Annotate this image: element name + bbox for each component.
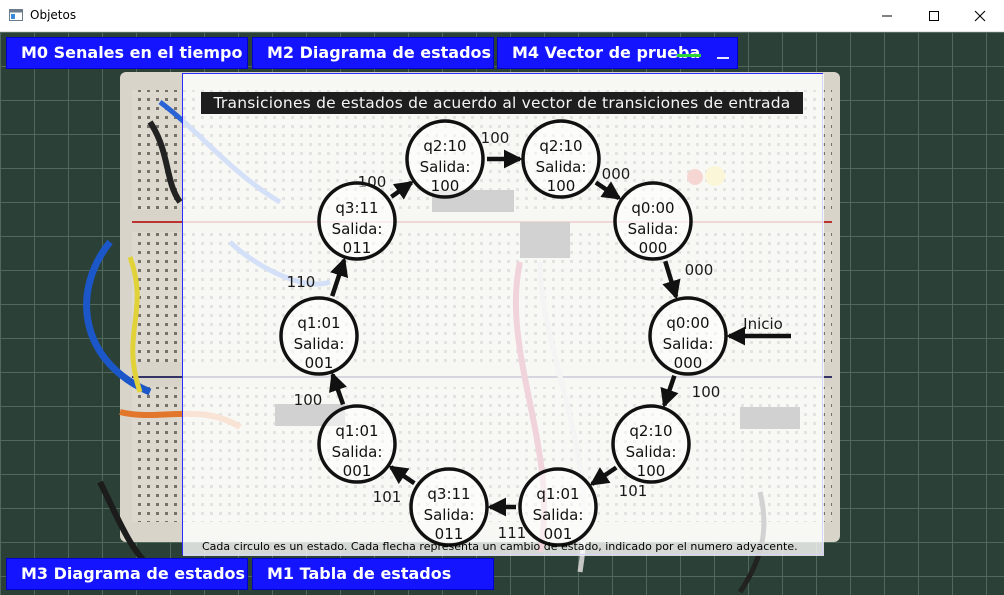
state-circle <box>279 296 359 376</box>
transition-label: 110 <box>287 273 316 291</box>
state-name: q3:11 <box>427 485 470 503</box>
state-output-label: Salida: <box>628 220 679 238</box>
transition-label: 101 <box>373 488 402 506</box>
state-name: q3:11 <box>335 199 378 217</box>
tab-m0-label: M0 Senales en el tiempo <box>21 43 243 62</box>
maximize-icon <box>929 11 939 21</box>
state-output-label: Salida: <box>663 335 714 353</box>
app-icon <box>9 9 23 21</box>
transition-arrow <box>390 180 414 200</box>
close-icon <box>974 10 986 22</box>
state-circle <box>648 296 728 376</box>
state-name: q1:01 <box>536 485 579 503</box>
transition-arrow <box>660 375 679 408</box>
start-label: Inicio <box>743 315 783 333</box>
state-circle <box>611 404 691 484</box>
tab-m3-label: M3 Diagrama de estados <box>21 564 246 583</box>
state-circle <box>521 119 601 199</box>
tab-m4-test-vector[interactable]: M4 Vector de prueba <box>497 37 738 69</box>
state-output-label: Salida: <box>294 335 345 353</box>
transition-label: 101 <box>619 482 648 500</box>
minimize-button[interactable] <box>864 0 910 31</box>
transition-arrow <box>329 372 347 406</box>
state-name: q1:01 <box>297 314 340 332</box>
tab-m2-state-diagram[interactable]: M2 Diagrama de estados <box>252 37 494 69</box>
state-output: 001 <box>305 354 334 372</box>
state-circle <box>518 467 598 547</box>
tab-m2-label: M2 Diagrama de estados <box>267 43 492 62</box>
state-name: q1:01 <box>335 422 378 440</box>
title-bar: Objetos <box>0 0 1004 32</box>
tab-m1-label: M1 Tabla de estados <box>267 564 452 583</box>
transition-label: 000 <box>602 165 631 183</box>
transition-label: 100 <box>481 129 510 147</box>
tab-m1-state-table[interactable]: M1 Tabla de estados <box>252 558 494 590</box>
state-output: 100 <box>637 462 666 480</box>
maximize-button[interactable] <box>911 0 957 31</box>
state-output-label: Salida: <box>332 443 383 461</box>
tab-m3-state-diagram[interactable]: M3 Diagrama de estados <box>6 558 248 590</box>
transition-label: 000 <box>685 261 714 279</box>
state-circle <box>613 181 693 261</box>
window-title: Objetos <box>30 8 77 22</box>
state-name: q0:00 <box>631 199 674 217</box>
state-output: 100 <box>431 177 460 195</box>
state-output: 001 <box>343 462 372 480</box>
transition-arrow <box>662 260 681 300</box>
transition-arrow <box>388 465 416 486</box>
state-output: 011 <box>343 239 372 257</box>
transition-label: 100 <box>294 391 323 409</box>
minimize-icon <box>882 15 892 17</box>
transition-arrow <box>594 180 622 200</box>
state-name: q2:10 <box>423 137 466 155</box>
state-name: q2:10 <box>629 422 672 440</box>
state-circle <box>409 467 489 547</box>
diagram-caption: Cada circulo es un estado. Cada flecha r… <box>202 540 798 553</box>
tab-m4-label: M4 Vector de prueba <box>512 43 701 62</box>
state-output-label: Salida: <box>536 158 587 176</box>
state-circle <box>405 119 485 199</box>
transition-arrow <box>330 257 349 297</box>
state-output: 100 <box>547 177 576 195</box>
transition-label: 100 <box>692 383 721 401</box>
tab-m0-signals[interactable]: M0 Senales en el tiempo <box>6 37 248 69</box>
state-output-label: Salida: <box>626 443 677 461</box>
tab-indicator <box>677 54 701 57</box>
state-name: q0:00 <box>666 314 709 332</box>
state-circle <box>317 404 397 484</box>
state-output: 001 <box>544 525 573 543</box>
state-circle <box>317 181 397 261</box>
state-output: 011 <box>435 525 464 543</box>
close-button[interactable] <box>957 0 1003 31</box>
transition-label: 111 <box>498 524 527 542</box>
diagram-heading: Transiciones de estados de acuerdo al ve… <box>201 92 803 114</box>
state-output-label: Salida: <box>533 506 584 524</box>
state-output: 000 <box>639 239 668 257</box>
state-name: q2:10 <box>539 137 582 155</box>
minimize-icon[interactable] <box>717 57 729 59</box>
state-output-label: Salida: <box>424 506 475 524</box>
transition-arrow <box>589 465 618 486</box>
state-output-label: Salida: <box>332 220 383 238</box>
state-output: 000 <box>674 354 703 372</box>
state-output-label: Salida: <box>420 158 471 176</box>
